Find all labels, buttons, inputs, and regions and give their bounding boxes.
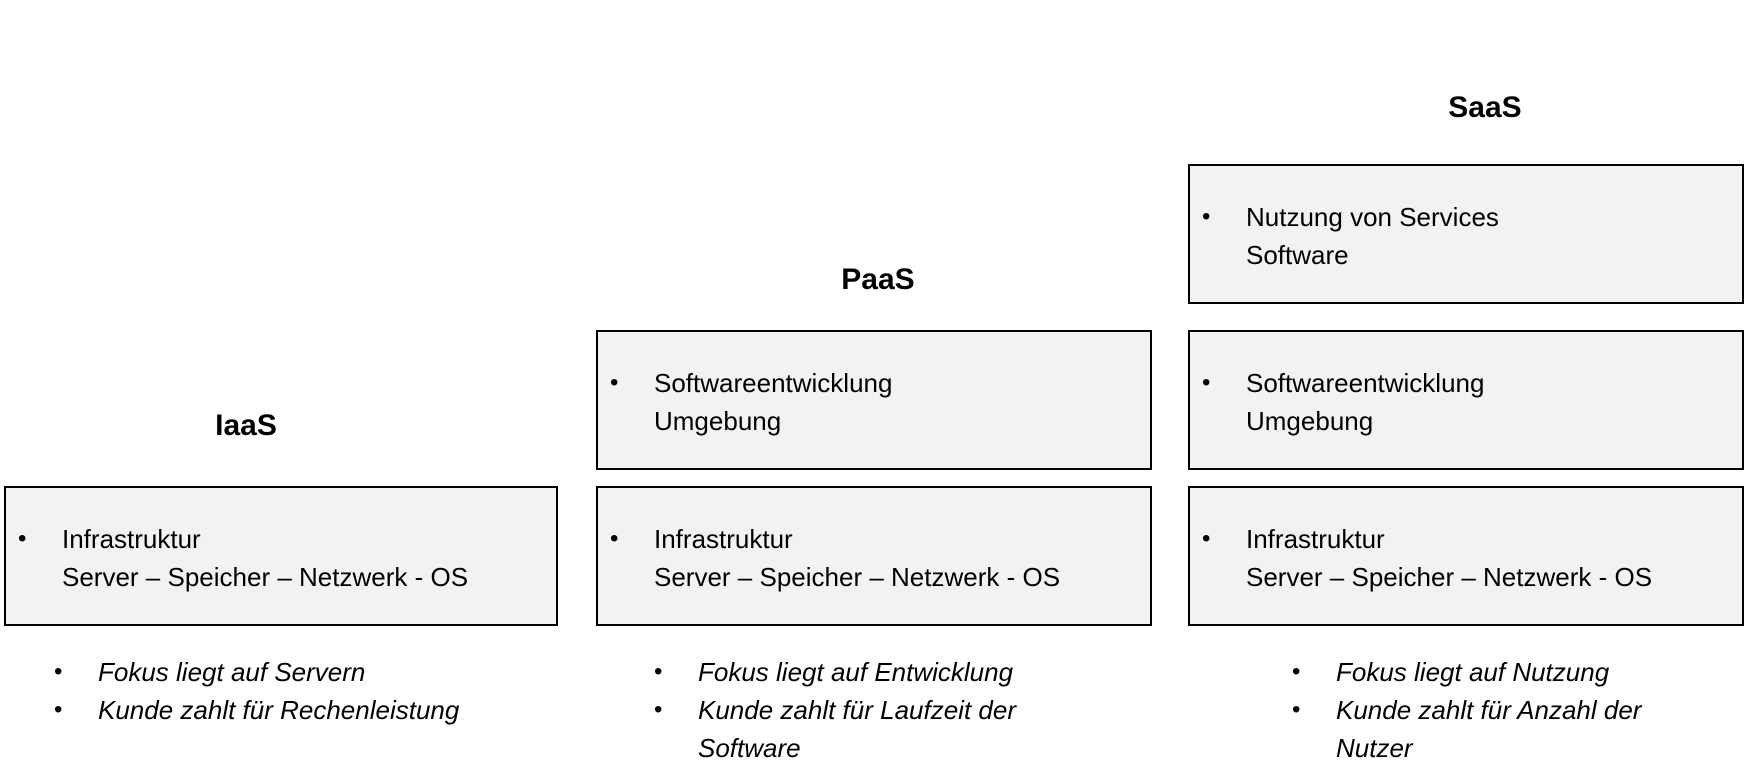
list-item: • Fokus liegt auf Entwicklung [654, 653, 1084, 691]
list-item: • Fokus liegt auf Nutzung [1292, 653, 1722, 691]
paas-title: PaaS [841, 263, 915, 296]
bullet-icon: • [54, 658, 63, 685]
bullet-icon: • [1202, 203, 1211, 230]
box-line1: Infrastruktur [1246, 524, 1385, 554]
iaas-infrastructure-box: • Infrastruktur Server – Speicher – Netz… [4, 486, 558, 626]
box-text: Infrastruktur Server – Speicher – Netzwe… [654, 520, 1060, 596]
box-text: Infrastruktur Server – Speicher – Netzwe… [1246, 520, 1652, 596]
box-line2: Server – Speicher – Netzwerk - OS [1246, 562, 1653, 592]
box-line1: Softwareentwicklung [654, 368, 893, 398]
saas-development-box: • Softwareentwicklung Umgebung [1188, 330, 1744, 470]
list-item: • Kunde zahlt für Laufzeit der Software [654, 691, 1084, 767]
box-line1: Infrastruktur [62, 524, 201, 554]
note-text: Kunde zahlt für Rechenleistung [98, 695, 460, 725]
bullet-icon: • [1202, 525, 1211, 552]
bullet-icon: • [54, 696, 63, 723]
box-line1: Infrastruktur [654, 524, 793, 554]
bullet-icon: • [654, 658, 663, 685]
saas-notes: • Fokus liegt auf Nutzung • Kunde zahlt fü… [1292, 653, 1722, 767]
saas-services-box: • Nutzung von Services Software [1188, 164, 1744, 304]
bullet-icon: • [1292, 696, 1301, 723]
list-item: • Kunde zahlt für Rechenleistung [54, 691, 554, 729]
note-text: Fokus liegt auf Nutzung [1336, 657, 1610, 687]
box-line2: Umgebung [1246, 406, 1374, 436]
box-text: Softwareentwicklung Umgebung [654, 364, 892, 440]
list-item: • Fokus liegt auf Servern [54, 653, 554, 691]
bullet-icon: • [610, 525, 619, 552]
saas-infrastructure-box: • Infrastruktur Server – Speicher – Netz… [1188, 486, 1744, 626]
bullet-icon: • [654, 696, 663, 723]
box-text: Infrastruktur Server – Speicher – Netzwe… [62, 520, 468, 596]
box-line2: Server – Speicher – Netzwerk - OS [654, 562, 1061, 592]
box-line2: Umgebung [654, 406, 782, 436]
bullet-icon: • [610, 369, 619, 396]
iaas-notes: • Fokus liegt auf Servern • Kunde zahlt fü… [54, 653, 554, 729]
saas-title: SaaS [1448, 91, 1522, 124]
bullet-icon: • [18, 525, 27, 552]
iaas-title: IaaS [215, 409, 277, 442]
bullet-icon: • [1292, 658, 1301, 685]
paas-development-box: • Softwareentwicklung Umgebung [596, 330, 1152, 470]
box-text: Softwareentwicklung Umgebung [1246, 364, 1484, 440]
box-line2: Server – Speicher – Netzwerk - OS [62, 562, 469, 592]
box-line1: Nutzung von Services [1246, 202, 1499, 232]
bullet-icon: • [1202, 369, 1211, 396]
box-line1: Softwareentwicklung [1246, 368, 1485, 398]
note-text: Fokus liegt auf Servern [98, 657, 366, 687]
paas-infrastructure-box: • Infrastruktur Server – Speicher – Netz… [596, 486, 1152, 626]
box-text: Nutzung von Services Software [1246, 198, 1499, 274]
note-text: Kunde zahlt für Anzahl der Nutzer [1336, 695, 1642, 763]
list-item: • Kunde zahlt für Anzahl der Nutzer [1292, 691, 1722, 767]
note-text: Fokus liegt auf Entwicklung [698, 657, 1014, 687]
paas-notes: • Fokus liegt auf Entwicklung • Kunde zahl… [654, 653, 1084, 767]
note-text: Kunde zahlt für Laufzeit der Software [698, 695, 1016, 763]
box-line2: Software [1246, 240, 1349, 270]
